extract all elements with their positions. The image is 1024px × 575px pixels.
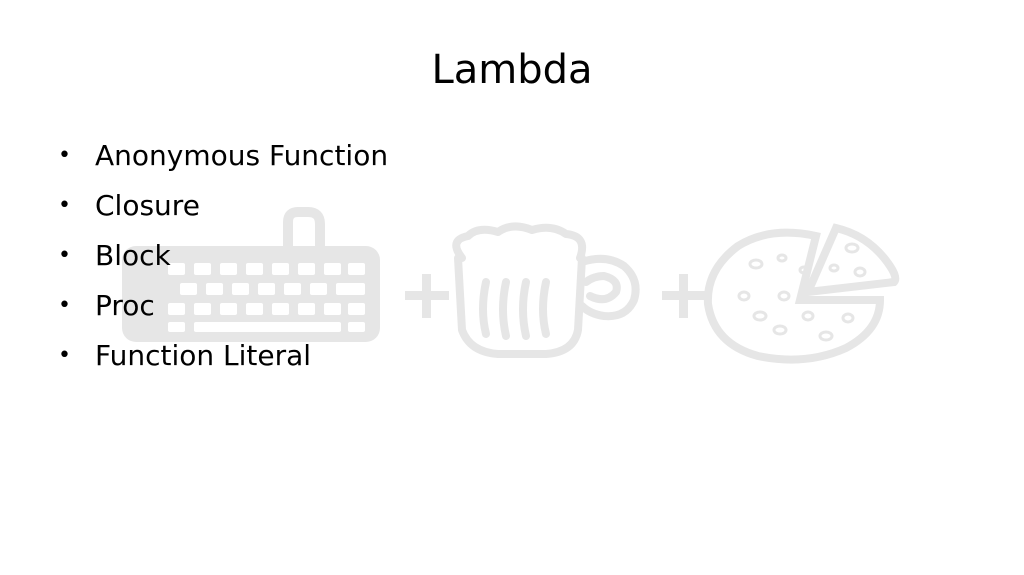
slide-title: Lambda [431, 47, 593, 93]
bullet-icon: • [58, 192, 71, 218]
bullet-icon: • [58, 142, 71, 168]
bullet-text: Closure [95, 188, 200, 222]
pizza-icon [703, 223, 900, 364]
plus-icon [405, 274, 449, 318]
plus-icon [662, 274, 706, 318]
list-item: • Block [58, 230, 388, 280]
bullet-icon: • [58, 342, 71, 368]
keyboard-icon [122, 207, 380, 342]
bullet-text: Proc [95, 288, 155, 322]
list-item: • Function Literal [58, 330, 388, 380]
bullet-text: Block [95, 238, 171, 272]
bullet-icon: • [58, 292, 71, 318]
beer-mug-icon [452, 222, 640, 358]
list-item: • Closure [58, 180, 388, 230]
bullet-text: Function Literal [95, 338, 312, 372]
list-item: • Proc [58, 280, 388, 330]
bullet-icon: • [58, 242, 71, 268]
list-item: • Anonymous Function [58, 130, 388, 180]
bullet-list: • Anonymous Function • Closure • Block •… [58, 130, 388, 380]
bullet-text: Anonymous Function [95, 138, 389, 172]
